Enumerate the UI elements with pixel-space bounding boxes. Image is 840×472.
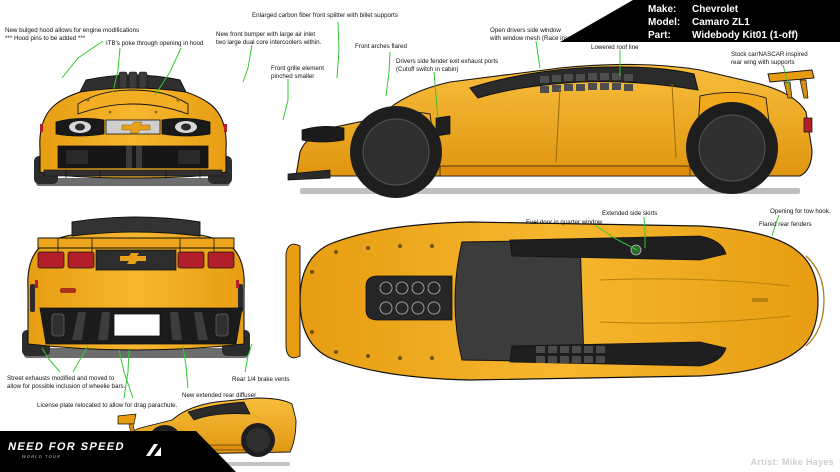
spec-row: Part: Widebody Kit01 (1-off) (648, 30, 798, 42)
lead-plate-a (123, 349, 130, 399)
annotation-rear-brake-vents: Rear 1/4 brake vents (232, 376, 290, 383)
spec-row: Make: Chevrolet (648, 4, 798, 16)
annotation-flared-fenders: Flared rear fenders (759, 221, 812, 228)
lead-exhaust (433, 71, 439, 119)
lead-skirt (643, 216, 646, 248)
lead-itb (154, 47, 182, 96)
annotation-front-splitter: Enlarged carbon fiber front splitter wit… (252, 12, 398, 19)
annotation-fender-exhaust: Drivers side fender exit exhaust ports (… (396, 58, 499, 73)
lead-wing (782, 64, 791, 89)
front-view (34, 71, 232, 186)
spec-row: Model: Camaro ZL1 (648, 17, 798, 29)
nfs-subtitle: WORLD TOUR (21, 454, 62, 459)
spec-key: Model: (648, 17, 681, 28)
nfs-slash-icon (146, 444, 161, 456)
artist-credit: Artist: Mike Hayes (750, 457, 834, 467)
lead-vent (244, 343, 253, 373)
lead-bulged-hood-a (61, 40, 104, 79)
annotation-rear-diffuser: New extended rear diffuser (182, 392, 257, 399)
lead-bulged-hood-b (112, 47, 121, 93)
lead-arches (385, 51, 391, 97)
lead-fuel (595, 225, 638, 251)
lead-plate-b (118, 349, 134, 399)
lead-splitter (336, 21, 340, 79)
spec-value: Chevrolet (692, 4, 739, 15)
lead-exh-a (41, 347, 61, 373)
spec-key: Part: (648, 30, 671, 41)
annotation-bulged-hood: New bulged hood allows for engine modifi… (5, 27, 140, 42)
annotation-side-skirts: Extended side skirts (602, 210, 658, 217)
spec-value: Widebody Kit01 (1-off) (692, 30, 799, 41)
annotation-rear-wing: Stock car/NASCAR inspired rear wing with… (731, 51, 808, 66)
annotation-front-grille: Front grille element pinched smaller (271, 65, 324, 80)
annotation-tow-hook: Opening for tow hook. (770, 208, 831, 215)
annotation-lowered-roof: Lowered roof line (591, 44, 639, 51)
annotation-fuel-door: Fuel door in quarter window (526, 219, 603, 226)
annotation-front-arches: Front arches flared (355, 43, 407, 50)
rear-view (22, 216, 250, 358)
lead-window (535, 40, 541, 69)
annotation-license-plate: License plate relocated to allow for dra… (37, 402, 178, 409)
lead-exh-b (72, 345, 89, 373)
nfs-wordmark: NEED FOR SPEED (6, 441, 127, 453)
annotation-street-exhausts: Street exhausts modified and moved to al… (7, 375, 126, 390)
leader-lines (41, 21, 791, 399)
lead-grille (282, 79, 289, 121)
side-view (287, 63, 815, 198)
footer-wedge (0, 431, 236, 472)
spec-value: Camaro ZL1 (692, 17, 750, 28)
annotation-front-bumper: New front bumper with large air inlet tw… (216, 31, 322, 46)
annotation-open-window: Open drivers side window with window mes… (490, 27, 584, 42)
need-for-speed-logo: NEED FOR SPEED WORLD TOUR (6, 441, 161, 464)
lead-diff (182, 345, 189, 389)
top-view (285, 221, 825, 381)
spec-key: Make: (648, 4, 677, 15)
lead-bumper (242, 44, 253, 83)
annotation-itb-poke: ITB's poke through opening in hood (106, 40, 204, 47)
